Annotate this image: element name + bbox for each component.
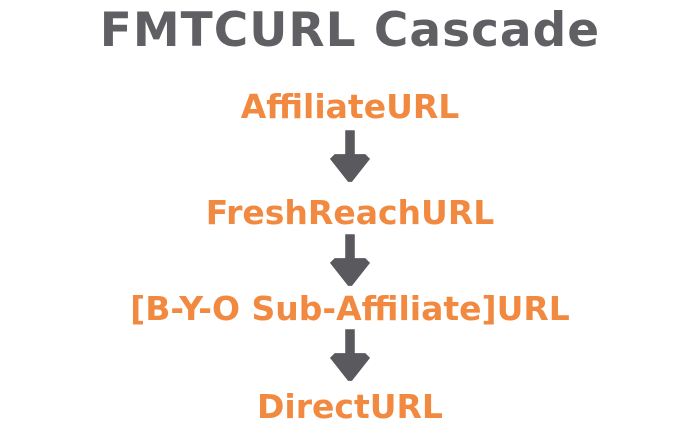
cascade-node-affiliate-url: AffiliateURL (240, 86, 460, 126)
down-arrow-icon (329, 328, 371, 381)
cascade-node-byo-sub-affiliate-url: [B-Y-O Sub-Affiliate]URL (130, 289, 570, 329)
cascade-node-direct-url: DirectURL (257, 386, 443, 426)
down-arrow-icon (329, 130, 371, 182)
cascade-node-freshreach-url: FreshReachURL (205, 193, 495, 232)
down-arrow-icon (329, 234, 371, 287)
page-title: FMTCURL Cascade (99, 3, 601, 58)
